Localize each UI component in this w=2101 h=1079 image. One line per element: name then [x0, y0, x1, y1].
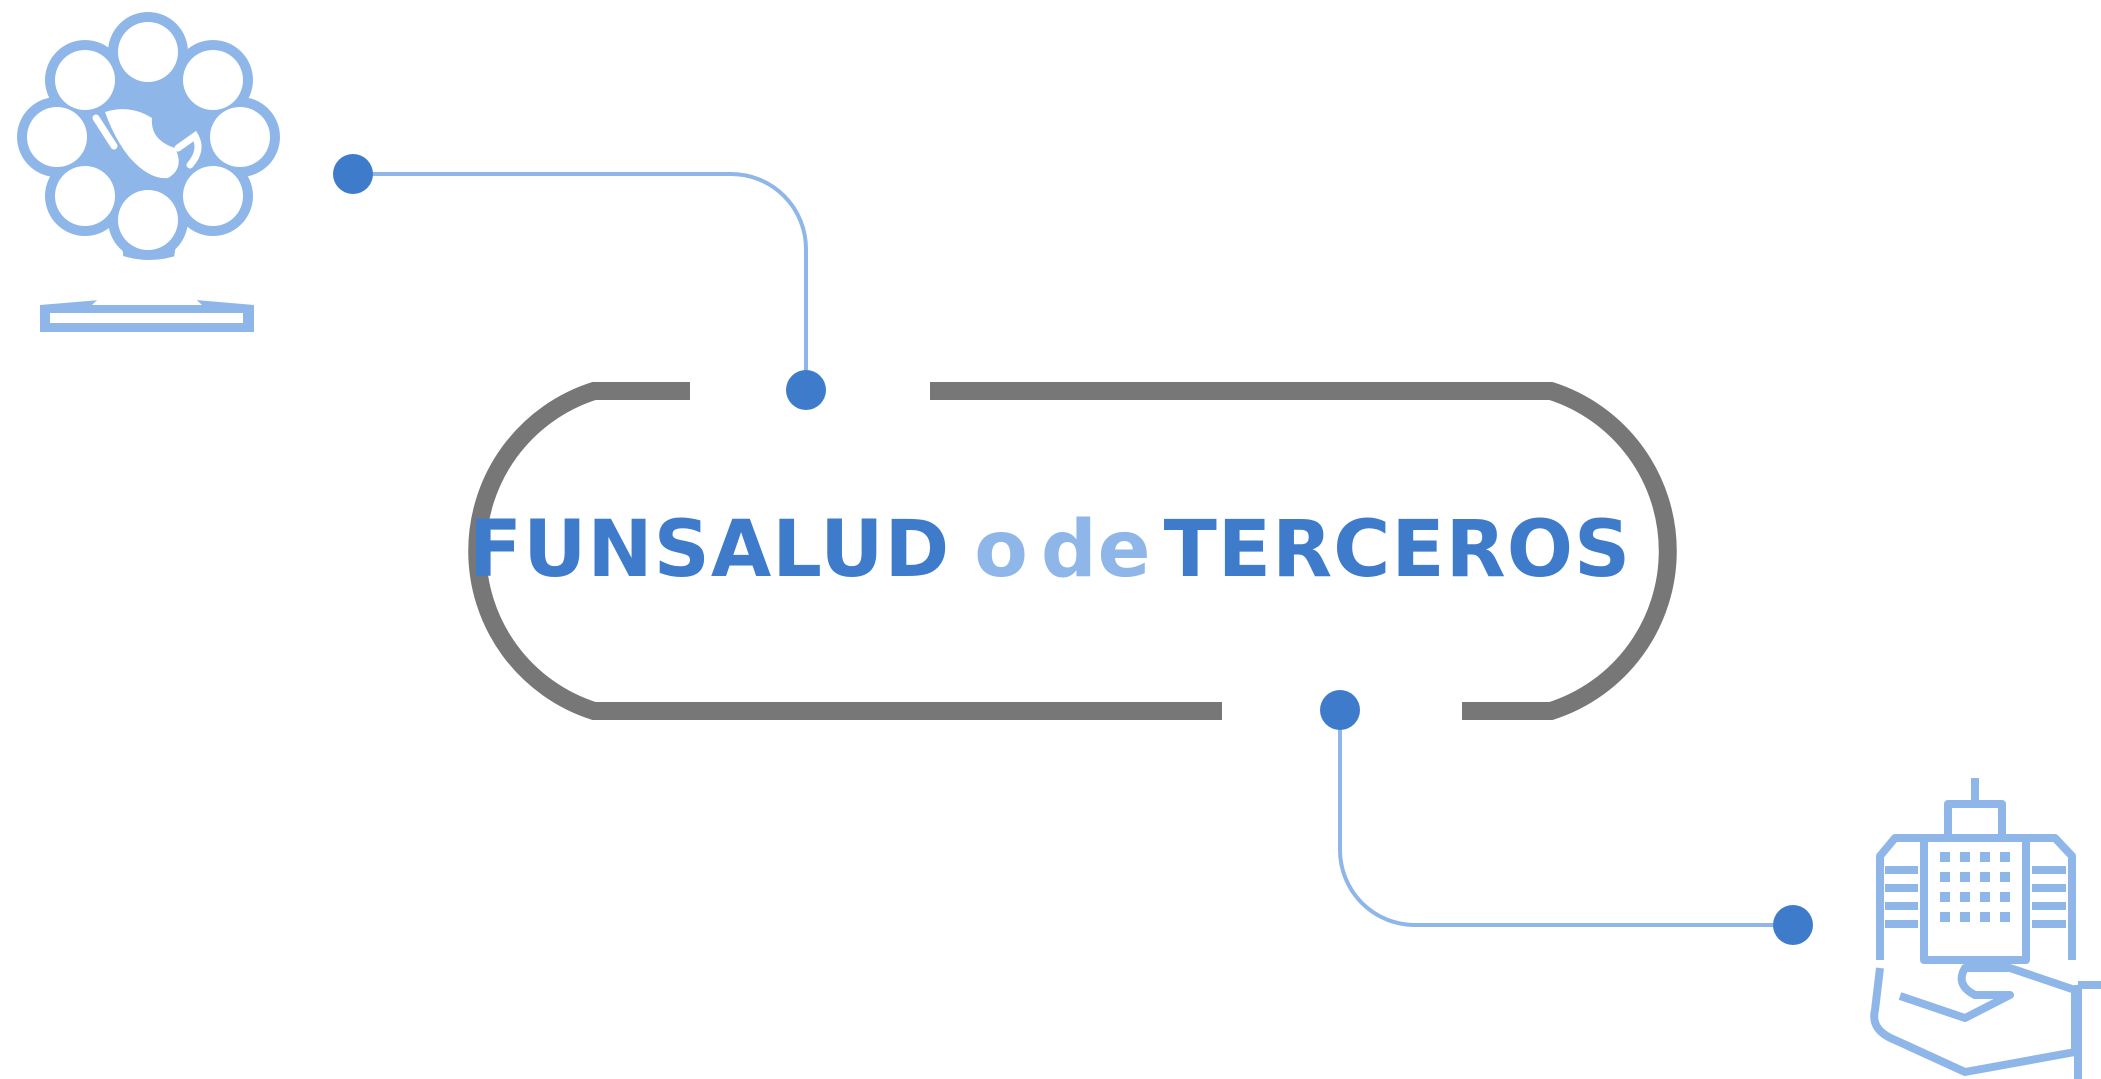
title-frame	[468, 382, 1677, 720]
frame-top-right-segment	[930, 382, 1677, 720]
connector-bottom-line	[1338, 710, 1793, 927]
tree-with-hand-icon	[17, 12, 280, 332]
building-in-hand-icon	[1870, 778, 2101, 1079]
building-windows	[1940, 852, 2010, 922]
connector-top-start-dot	[333, 154, 373, 194]
title-de: de	[1040, 505, 1152, 595]
title-funsalud: FUNSALUD	[468, 505, 951, 595]
connector-top-line	[353, 172, 808, 391]
frame-top-left-segment	[468, 382, 1222, 720]
title-terceros: TERCEROS	[1163, 505, 1632, 595]
diagram-title: FUNSALUD o de TERCEROS	[430, 500, 1670, 600]
connector-top-end-dot	[786, 370, 826, 410]
title-o: o	[974, 505, 1029, 595]
connector-bottom-end-dot	[1773, 905, 1813, 945]
connector-bottom	[1320, 690, 1813, 945]
connector-bottom-start-dot	[1320, 690, 1360, 730]
connector-top	[333, 154, 826, 410]
